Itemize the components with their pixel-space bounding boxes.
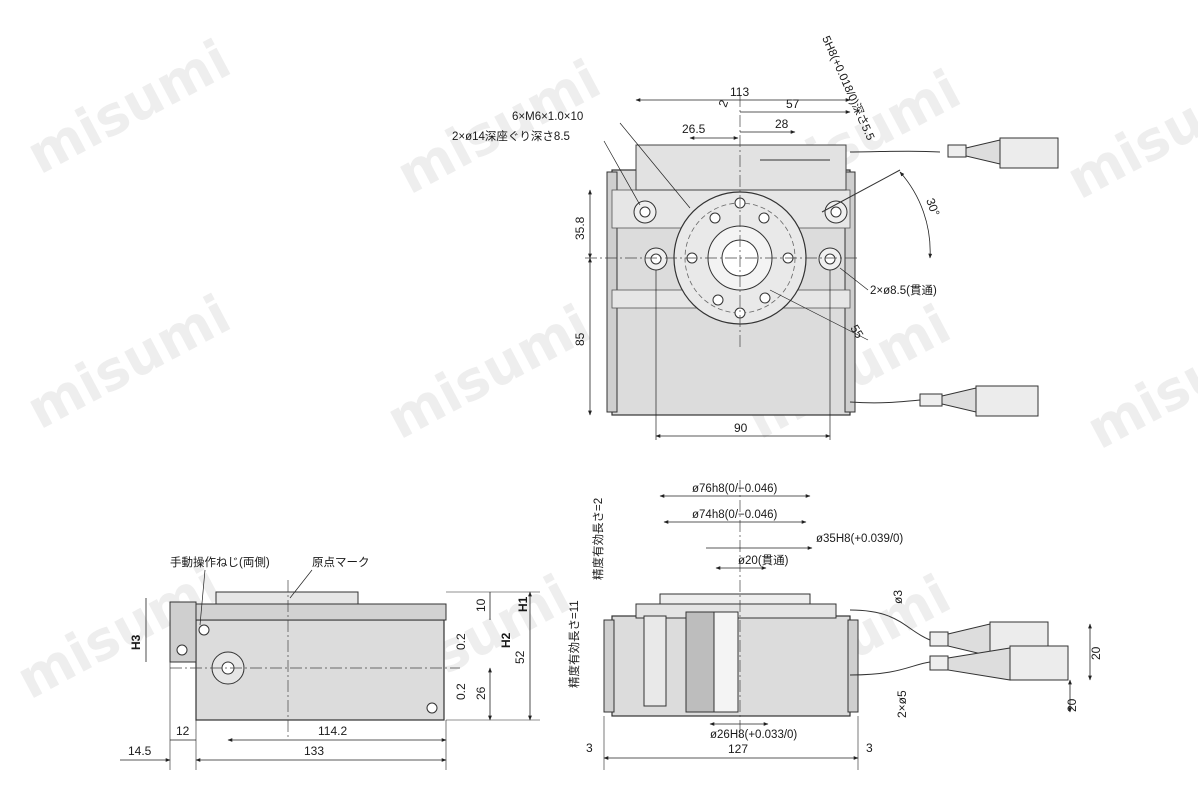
leader-origin-mark — [289, 569, 313, 599]
side-view-top-plate — [195, 603, 447, 621]
tapped-hole — [758, 212, 770, 224]
front-connector-a — [929, 631, 949, 647]
dim-3-left: 3 — [586, 741, 593, 755]
front-view-bolt — [643, 615, 667, 707]
front-view: ø76h8(0/−0.046) ø74h8(0/−0.046) ø35H8(+0… — [567, 480, 1103, 770]
front-cable-a — [849, 609, 931, 641]
connector-lower-b — [941, 387, 977, 413]
connector-upper-a — [947, 144, 967, 158]
dim-14-5: 14.5 — [128, 744, 152, 758]
side-screw — [176, 644, 188, 656]
side-screw — [426, 702, 438, 714]
dim-10: 10 — [474, 598, 488, 612]
tapped-hole — [759, 292, 771, 304]
dim-28: 28 — [775, 117, 789, 131]
leader-through — [839, 267, 869, 291]
dim-h1: H1 — [516, 596, 530, 612]
front-view-table — [659, 593, 811, 605]
dim-127: 127 — [728, 742, 748, 756]
leader-counterbore — [603, 140, 641, 206]
note-tapped-holes: 6×M6×1.0×10 — [512, 111, 583, 123]
watermark-text: misumi — [1057, 53, 1198, 212]
dim-20b: 20 — [1065, 698, 1079, 712]
cable-upper — [849, 150, 941, 153]
dim-35-8: 35.8 — [573, 216, 587, 240]
dim-phi3: ø3 — [891, 590, 905, 604]
dim-h3: H3 — [129, 634, 143, 650]
leader-55 — [769, 289, 869, 341]
tapped-hole — [712, 294, 724, 306]
dim-0-2-upper: 0.2 — [454, 633, 468, 650]
note-counterbore: 2×ø14深座ぐり深さ8.5 — [452, 129, 570, 143]
dim-2: 2 — [716, 98, 732, 109]
note-bore26: ø26H8(+0.033/0) — [710, 729, 797, 741]
through-hole-inner — [824, 253, 836, 265]
watermark-text: misumi — [387, 48, 611, 207]
side-view-table — [215, 591, 359, 605]
dim-85: 85 — [573, 332, 587, 346]
dim-113: 113 — [730, 85, 749, 99]
section-bore — [713, 611, 739, 713]
front-cable-b — [849, 661, 931, 676]
leader-tapped — [619, 122, 691, 209]
side-view: 手動操作ねじ(両側) 原点マーク 114.2 133 12 14.5 52 26… — [120, 555, 540, 770]
dim-3-right: 3 — [866, 741, 873, 755]
section-hatch-left — [685, 611, 715, 713]
note-bore35: ø35H8(+0.039/0) — [816, 533, 903, 545]
dim-0-2-lower: 0.2 — [454, 683, 468, 700]
dim-90: 90 — [734, 421, 748, 435]
note-eff-len-2: 精度有効長さ=2 — [591, 498, 605, 580]
connector-upper-b — [965, 139, 1001, 165]
cable-lower — [849, 399, 921, 404]
note-origin-mark: 原点マーク — [312, 556, 370, 569]
watermark-text: misumi — [377, 293, 601, 452]
note-bore20: ø20(貫通) — [738, 554, 789, 567]
front-view-left-cap — [603, 619, 615, 713]
connector-upper-body — [999, 137, 1059, 169]
angle-arc — [899, 171, 933, 259]
dim-12: 12 — [176, 724, 190, 738]
through-hole-inner — [650, 253, 662, 265]
front-connector-a-body — [947, 623, 991, 657]
note-manual-screw: 手動操作ねじ(両側) — [170, 555, 270, 569]
dim-26-5: 26.5 — [682, 122, 706, 136]
tapped-hole — [709, 212, 721, 224]
watermark-text: misumi — [17, 28, 241, 187]
dim-26: 26 — [474, 686, 488, 700]
dim-angle-30: 30° — [923, 196, 942, 218]
dim-114-2: 114.2 — [318, 724, 347, 738]
note-od76: ø76h8(0/−0.046) — [692, 483, 778, 495]
dim-52: 52 — [513, 650, 527, 664]
dim-h2: H2 — [499, 632, 513, 648]
dim-133: 133 — [304, 744, 324, 758]
watermark-text: misumi — [1077, 303, 1198, 462]
connector-lower-body — [975, 385, 1039, 417]
front-view-right-cap — [847, 619, 859, 713]
counterbore-inner — [639, 206, 651, 218]
note-eff-len-11: 精度有効長さ=11 — [567, 600, 581, 688]
counterbore-inner — [830, 206, 842, 218]
note-through-holes: 2×ø8.5(貫通) — [870, 284, 937, 297]
connector-lower-a — [919, 393, 943, 407]
front-connector-b-body — [947, 647, 1011, 681]
dim-20a: 20 — [1089, 646, 1103, 660]
watermark-text: misumi — [17, 283, 241, 442]
keyway-line — [821, 169, 901, 213]
front-connector-b — [929, 655, 949, 671]
leader-manual-screw — [199, 569, 206, 626]
side-screw — [198, 624, 210, 636]
dim-57: 57 — [786, 97, 800, 111]
top-view-cover — [635, 144, 847, 191]
front-connector-b-plug — [1009, 645, 1069, 681]
note-od74: ø74h8(0/−0.046) — [692, 509, 778, 521]
dim-phi5: 2×ø5 — [895, 690, 909, 718]
